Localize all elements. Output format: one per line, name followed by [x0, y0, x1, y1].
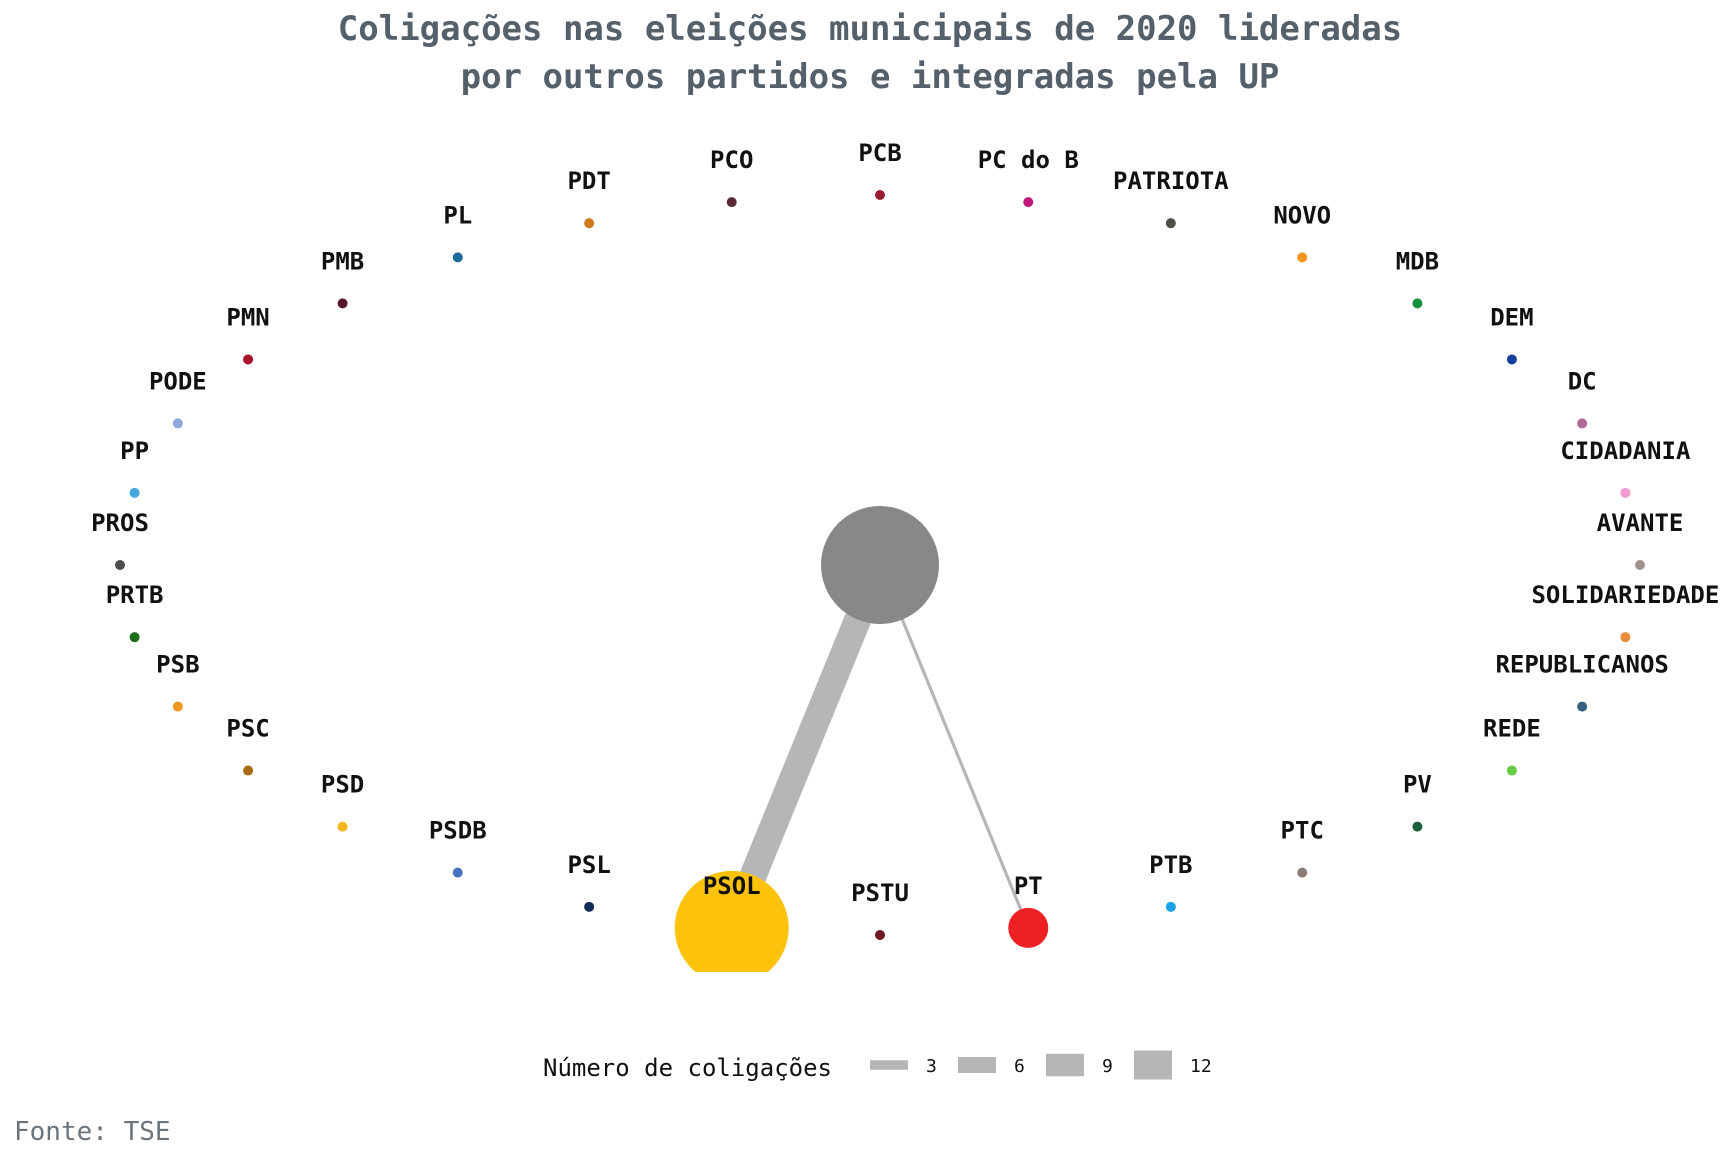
label-psdb: PSDB	[429, 817, 487, 845]
node-ptc	[1297, 867, 1308, 878]
legend-key-9	[1046, 1053, 1084, 1077]
label-prtb: PRTB	[106, 581, 164, 609]
legend-title: Número de coligações	[543, 1054, 832, 1082]
node-pc-do-b	[1023, 197, 1034, 208]
label-pmb: PMB	[321, 247, 364, 275]
label-pstu: PSTU	[851, 879, 909, 907]
node-pl	[452, 252, 463, 263]
node-pdt	[584, 218, 595, 229]
node-pt	[1008, 907, 1049, 948]
label-avante: AVANTE	[1597, 509, 1684, 537]
chart-title-line-2: por outros partidos e integradas pela UP	[461, 57, 1280, 97]
node-pode	[172, 418, 183, 429]
label-pode: PODE	[149, 367, 207, 395]
legend-tick-3: 3	[926, 1056, 937, 1077]
node-patriota	[1165, 218, 1176, 229]
label-pmn: PMN	[226, 303, 269, 331]
node-rede	[1506, 765, 1517, 776]
node-mdb	[1412, 298, 1423, 309]
edges-layer	[719, 559, 1030, 933]
node-psdb	[452, 867, 463, 878]
node-novo	[1297, 252, 1308, 263]
node-solidariedade	[1620, 632, 1631, 643]
node-republicanos	[1577, 701, 1588, 712]
chart-title-line-1: Coligações nas eleições municipais de 20…	[338, 9, 1402, 49]
node-psl	[584, 901, 595, 912]
node-pstu	[875, 930, 885, 940]
node-pp	[129, 487, 140, 498]
label-psd: PSD	[321, 771, 364, 799]
legend: Número de coligações 3 6 9 12	[543, 1050, 1212, 1082]
label-pl: PL	[443, 201, 472, 229]
legend-tick-12: 12	[1190, 1056, 1212, 1077]
node-psd	[337, 821, 348, 832]
label-pt: PT	[1014, 872, 1043, 900]
label-republicanos: REPUBLICANOS	[1495, 651, 1668, 679]
label-rede: REDE	[1483, 715, 1541, 743]
node-pv	[1412, 821, 1423, 832]
label-psb: PSB	[156, 651, 199, 679]
node-pmn	[243, 354, 254, 365]
label-pdt: PDT	[567, 167, 610, 195]
label-dem: DEM	[1490, 303, 1533, 331]
legend-key-3	[870, 1060, 908, 1070]
label-mdb: MDB	[1396, 247, 1439, 275]
node-psc	[243, 765, 254, 776]
label-pros: PROS	[91, 509, 149, 537]
edge-psol	[719, 559, 893, 933]
node-pros	[115, 560, 125, 570]
node-avante	[1635, 560, 1645, 570]
label-solidariedade: SOLIDARIEDADE	[1531, 581, 1719, 609]
label-pv: PV	[1403, 771, 1432, 799]
label-novo: NOVO	[1273, 201, 1331, 229]
label-ptb: PTB	[1149, 851, 1192, 879]
nodes-layer	[115, 190, 1645, 972]
node-pco	[726, 197, 737, 208]
label-psl: PSL	[567, 851, 610, 879]
label-patriota: PATRIOTA	[1113, 167, 1229, 195]
node-psb	[172, 701, 183, 712]
node-dc	[1577, 418, 1588, 429]
node-pmb	[337, 298, 348, 309]
label-pc-do-b: PC do B	[978, 146, 1079, 174]
legend-tick-9: 9	[1102, 1056, 1113, 1077]
center-node	[821, 506, 939, 624]
legend-key-6	[958, 1057, 996, 1073]
node-dem	[1506, 354, 1517, 365]
label-ptc: PTC	[1281, 817, 1324, 845]
caption: Fonte: TSE	[14, 1117, 171, 1147]
legend-tick-6: 6	[1014, 1056, 1025, 1077]
legend-key-12	[1134, 1050, 1172, 1080]
label-psol: PSOL	[703, 872, 761, 900]
edge-pt	[878, 564, 1030, 929]
label-psc: PSC	[226, 715, 269, 743]
label-cidadania: CIDADANIA	[1560, 437, 1691, 465]
label-pcb: PCB	[858, 139, 901, 167]
node-prtb	[129, 632, 140, 643]
label-dc: DC	[1568, 367, 1597, 395]
node-cidadania	[1620, 487, 1631, 498]
label-pco: PCO	[710, 146, 753, 174]
node-ptb	[1165, 901, 1176, 912]
label-pp: PP	[120, 437, 149, 465]
node-psol	[674, 870, 789, 972]
labels-layer: PCB PC do B PATRIOTA NOVO MDB DEM DC CIDADANIA A…	[91, 139, 1719, 907]
node-pcb	[875, 190, 885, 200]
